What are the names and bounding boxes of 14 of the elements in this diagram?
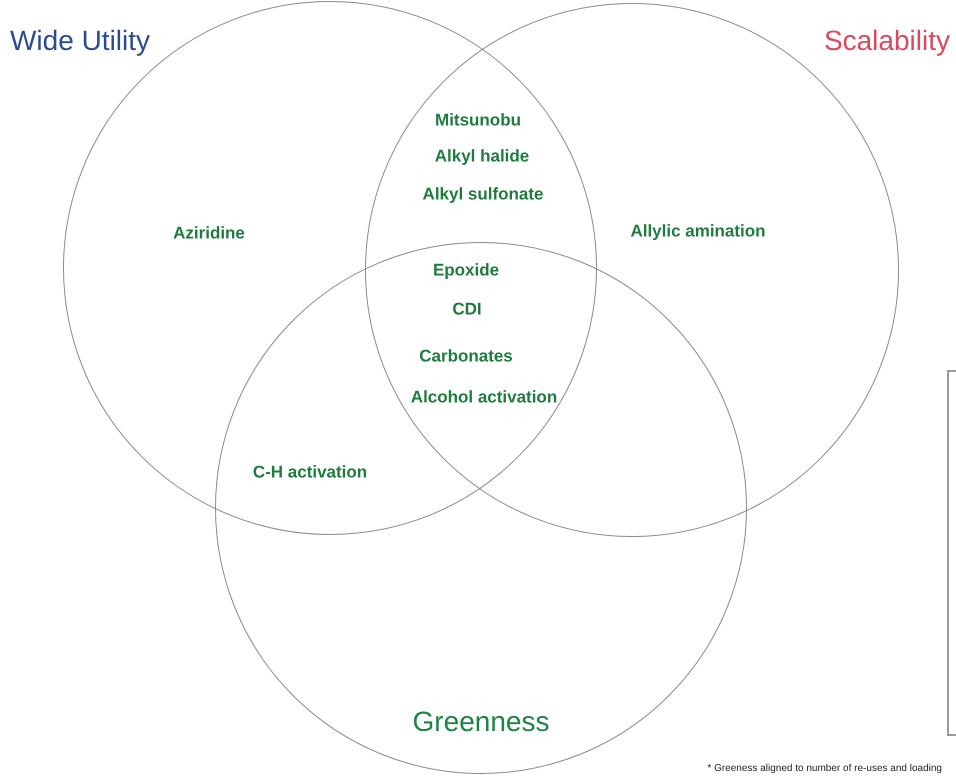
method-label: Mitsunobu — [435, 109, 521, 132]
set-title: Greenness — [412, 705, 550, 739]
method-label: Carbonates — [419, 345, 513, 368]
set-title: Wide Utility — [10, 24, 150, 58]
method-label: Allylic amination — [630, 220, 766, 242]
method-label: Alkyl halide — [434, 145, 530, 168]
method-label: Aziridine — [173, 222, 245, 244]
method-label: Alcohol activation — [410, 386, 558, 408]
method-label: Alkyl sulfonate — [422, 183, 544, 206]
footnote: * Greeness aligned to number of re-uses and loading — [707, 763, 942, 775]
method-label: CDI — [452, 298, 482, 320]
method-label: C-H activation — [252, 461, 368, 484]
set-title: Scalability — [824, 24, 950, 58]
method-label: Epoxide — [432, 259, 500, 282]
